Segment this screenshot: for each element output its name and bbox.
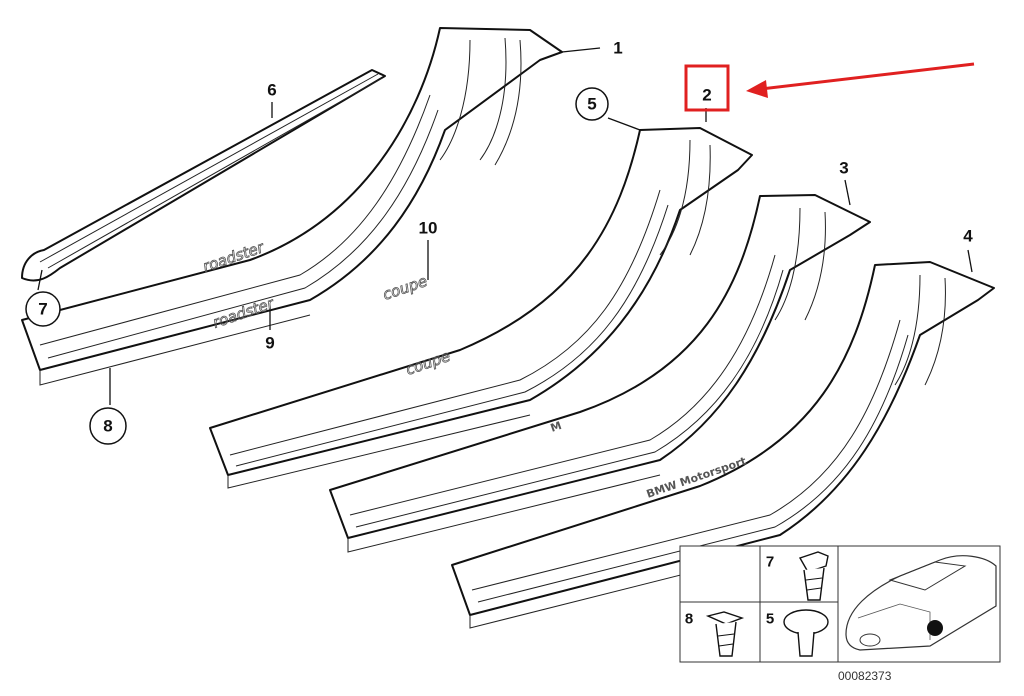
callout-7-circle [25, 291, 61, 327]
sill-strip-5[interactable] [209, 127, 753, 489]
clip-8-icon [705, 611, 745, 657]
callout-3: 3 [839, 159, 848, 178]
callout-6: 6 [267, 81, 276, 100]
sill-strip-4[interactable] [451, 261, 995, 629]
sill-strip-3[interactable] [329, 194, 871, 553]
clip-7-icon [798, 551, 829, 601]
callout-8-circle [89, 407, 127, 445]
inset-label-8: 8 [685, 611, 693, 628]
callout-7: 7 [38, 300, 47, 319]
callout-8: 8 [103, 417, 112, 436]
callout-5-circle [575, 87, 609, 121]
fastener-inset: 7 8 5 [679, 545, 1001, 663]
location-marker [927, 620, 943, 636]
inset-label-7: 7 [766, 554, 774, 571]
callout-10: 10 [419, 219, 438, 238]
seal-strip-6[interactable] [21, 69, 386, 282]
callout-2: 2 [702, 86, 711, 105]
callout-2-highlight [684, 64, 730, 112]
emblem-m-logo: M [549, 419, 564, 435]
sill-strip-1[interactable] [21, 27, 563, 386]
callout-9: 9 [265, 334, 274, 353]
callout-4: 4 [963, 227, 973, 246]
car-location-icon [845, 555, 997, 651]
emblem-coupe-10: coupe [380, 272, 429, 304]
callout-1: 1 [613, 39, 622, 58]
document-number: 00082373 [838, 669, 892, 683]
clip-5-icon [783, 609, 829, 657]
inset-label-5: 5 [766, 611, 774, 628]
callout-5: 5 [587, 95, 596, 114]
highlight-arrow [746, 62, 975, 98]
